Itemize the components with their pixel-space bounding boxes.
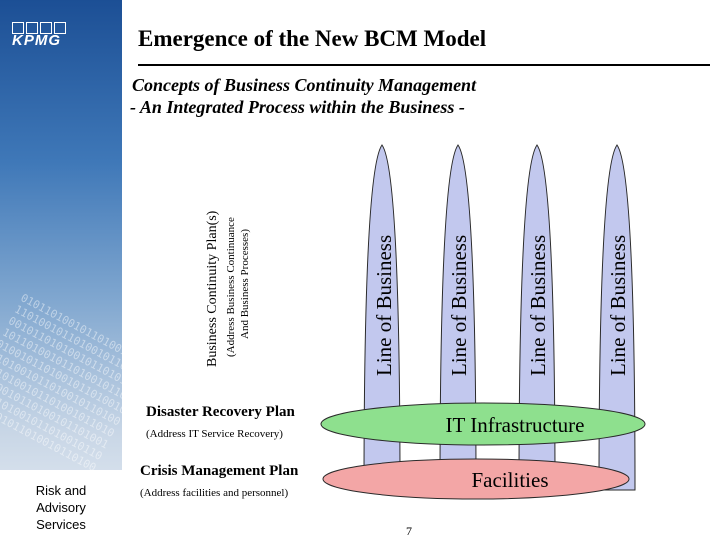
kpmg-logo: KPMG [12,22,72,50]
kpmg-logo-boxes [12,22,72,34]
sidebar-footer-area [0,470,122,540]
cmp-title: Crisis Management Plan [140,463,299,479]
page-number: 7 [406,524,412,538]
lob-label-4: Line of Business [606,235,630,376]
subtitle-line-2: - An Integrated Process within the Busin… [130,97,465,117]
lob-label-2: Line of Business [447,235,471,376]
it-infrastructure-band [320,402,646,446]
facilities-band [322,458,630,500]
title-underline [138,64,710,66]
drp-subtitle: (Address IT Service Recovery) [146,428,283,440]
drp-title: Disaster Recovery Plan [146,404,295,420]
page-title: Emergence of the New BCM Model [138,26,487,51]
lob-label-3: Line of Business [526,235,550,376]
cmp-subtitle: (Address facilities and personnel) [140,487,289,499]
division-label: Risk and Advisory Services [0,482,122,533]
lob-label-1: Line of Business [372,235,396,376]
facilities-label: Facilities [472,468,549,492]
kpmg-logo-text: KPMG [12,32,61,49]
division-line-2: Advisory [36,500,86,515]
division-line-1: Risk and [35,483,87,498]
lob-column-4 [598,144,636,491]
sidebar-panel: 0101101001011010010110 11010010110100101… [0,0,122,540]
subtitle-line-1: Concepts of Business Continuity Manageme… [132,75,477,95]
division-line-3: Services [36,517,86,532]
subtitle: Concepts of Business Continuity Manageme… [122,74,542,118]
lob-column-1 [363,144,401,491]
it-infrastructure-label: IT Infrastructure [446,413,585,437]
